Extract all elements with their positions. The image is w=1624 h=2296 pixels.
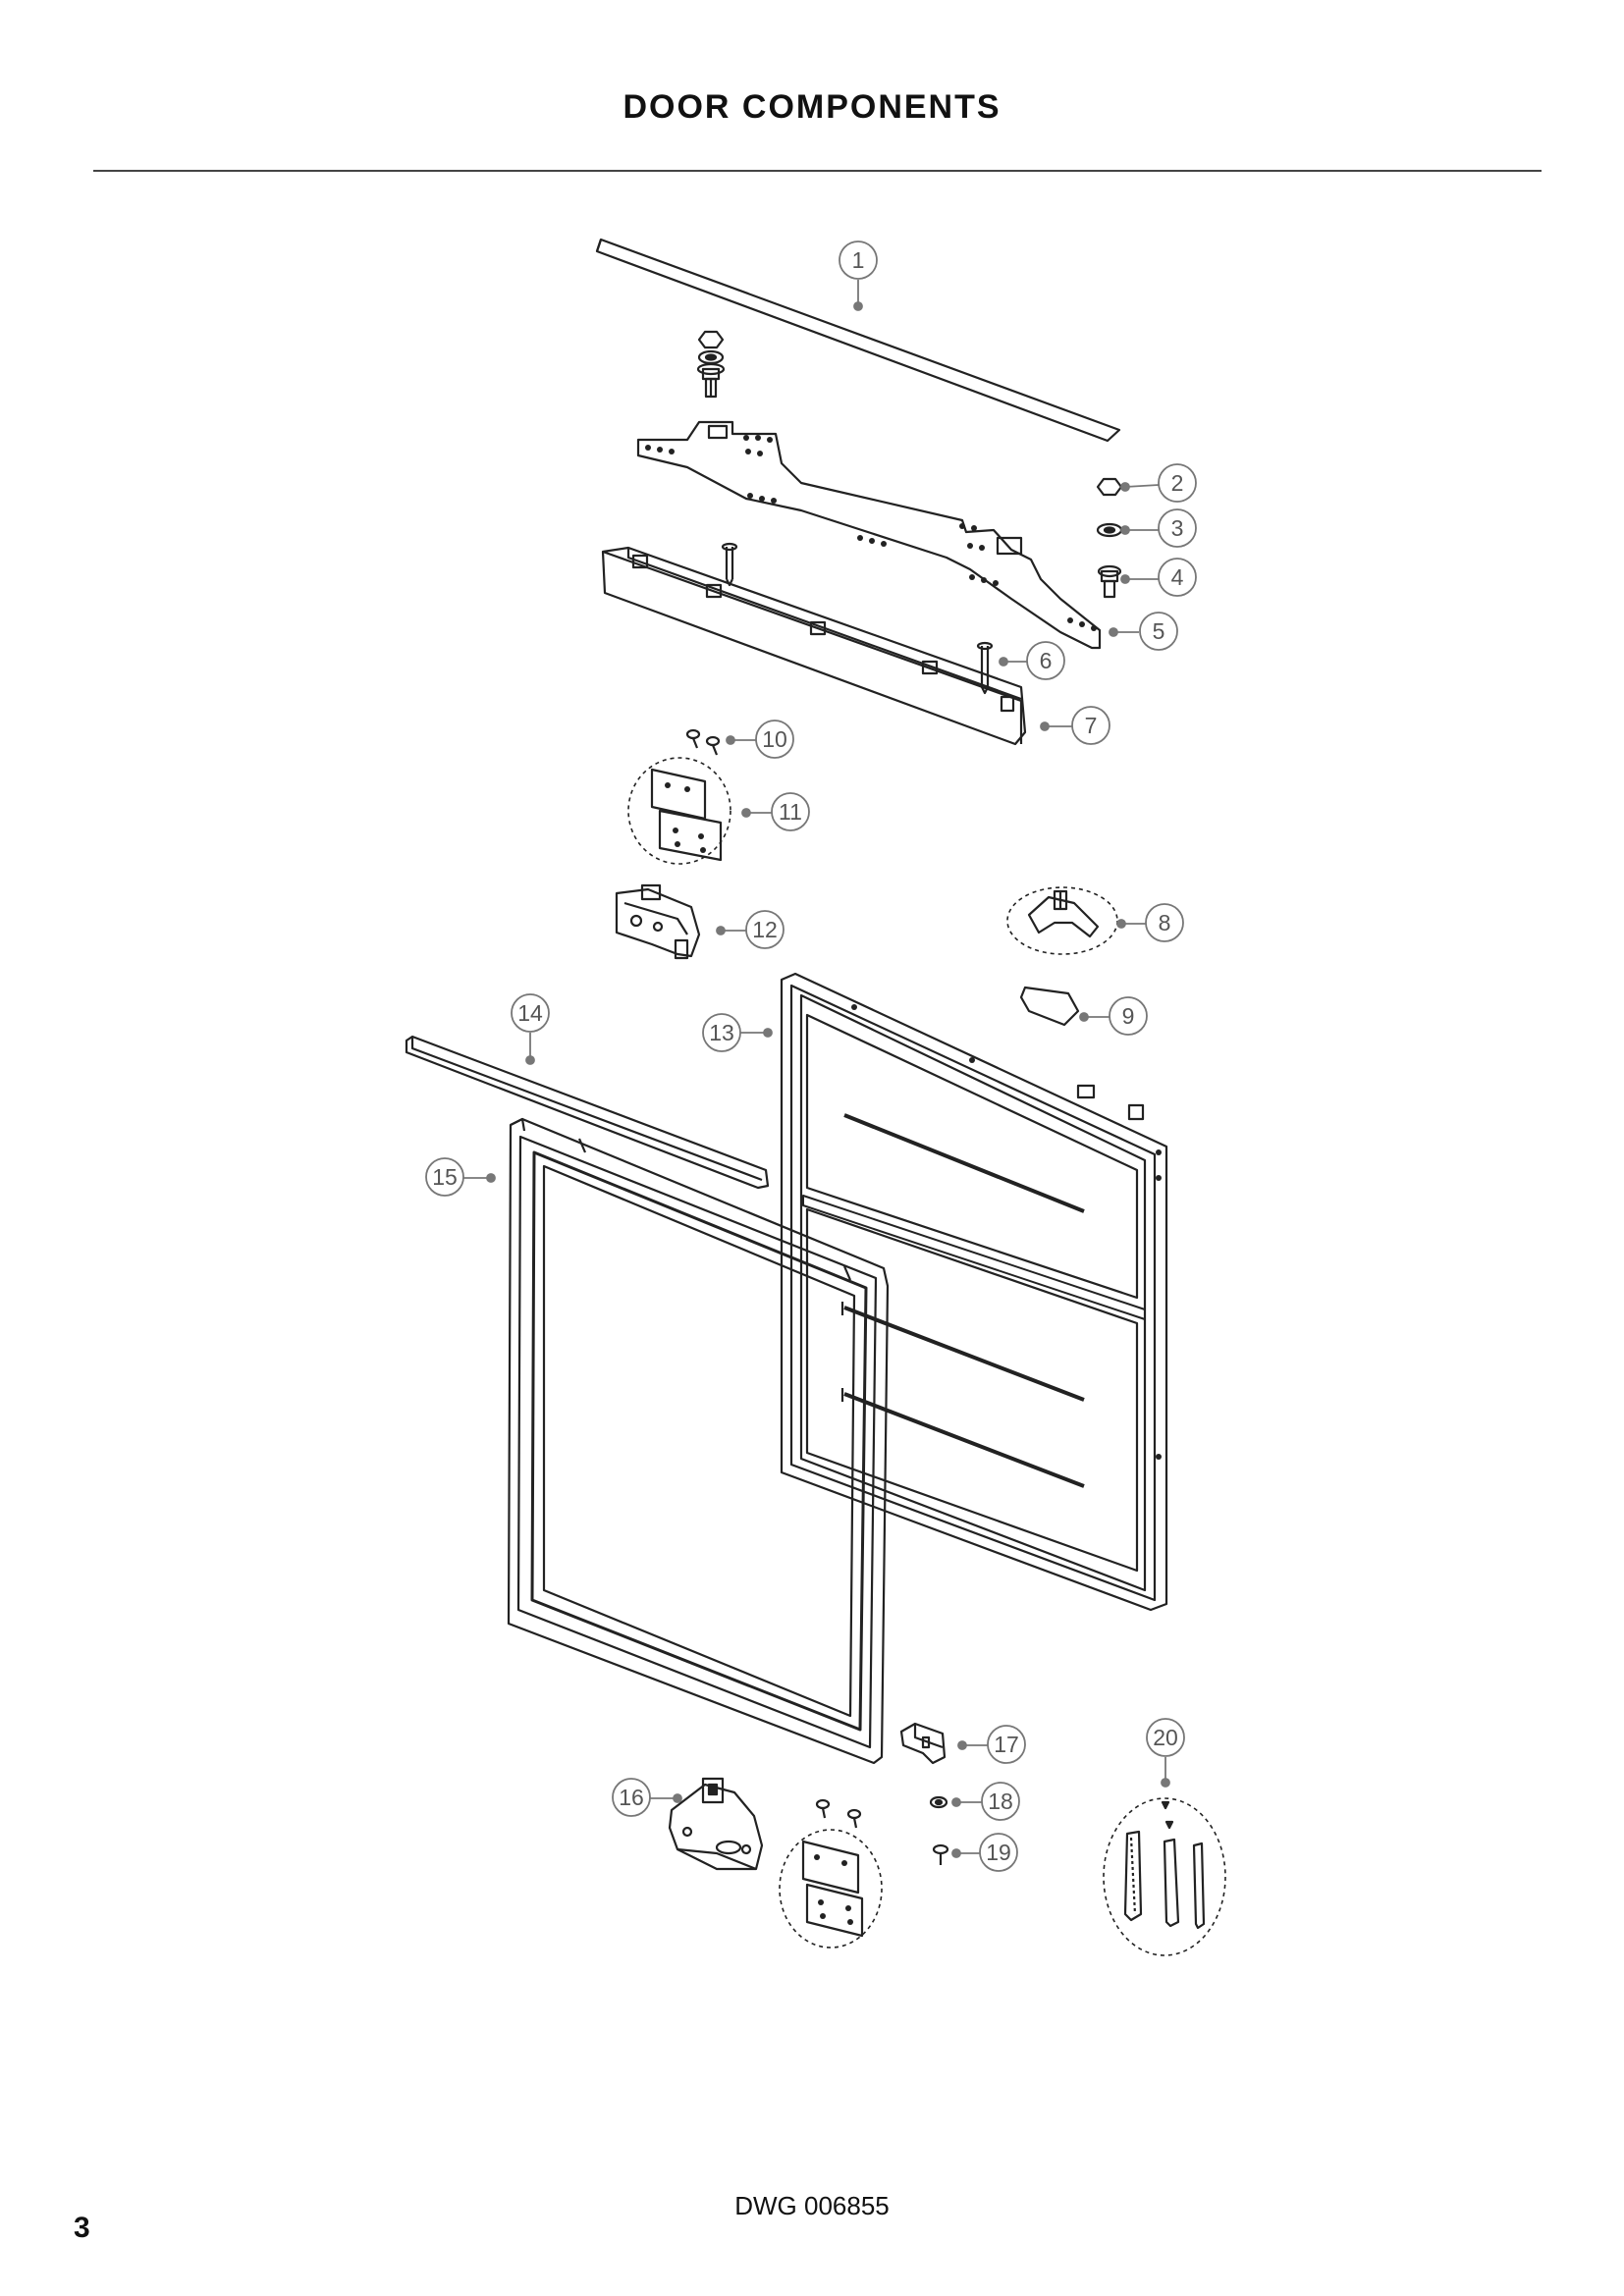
part-19-screw <box>932 1843 949 1865</box>
part-1-top-trim <box>595 238 1121 443</box>
callout-16: 16 <box>612 1778 682 1817</box>
parts-2-3-4-hardware <box>1096 477 1123 599</box>
callout-8-label: 8 <box>1159 910 1171 935</box>
part-15-door-gasket <box>507 1117 890 1765</box>
callout-4-label: 4 <box>1171 564 1184 590</box>
callout-7-label: 7 <box>1085 713 1098 738</box>
callout-16-label: 16 <box>619 1785 644 1810</box>
callout-5: 5 <box>1109 612 1178 651</box>
callout-3: 3 <box>1120 508 1197 548</box>
part-8-door-stop <box>1006 886 1118 955</box>
page-title: DOOR COMPONENTS <box>623 88 1001 126</box>
part-9-end-cap <box>1019 986 1080 1027</box>
callout-19-label: 19 <box>986 1840 1011 1865</box>
part-13-door-liner <box>780 972 1168 1612</box>
callout-12: 12 <box>716 910 785 949</box>
callout-12-label: 12 <box>752 917 778 942</box>
callout-8: 8 <box>1116 903 1184 942</box>
part-12-upper-hinge <box>615 883 701 960</box>
part-7-top-rail <box>601 546 1027 746</box>
callout-15-label: 15 <box>432 1164 458 1190</box>
callout-13-label: 13 <box>709 1020 734 1045</box>
callout-15: 15 <box>425 1157 496 1197</box>
callout-13: 13 <box>702 1013 773 1052</box>
callout-9: 9 <box>1079 996 1148 1036</box>
callout-19: 19 <box>951 1833 1018 1872</box>
callout-1-label: 1 <box>852 247 865 273</box>
part-10-screws <box>685 728 721 756</box>
title-rule <box>93 170 1542 172</box>
callout-3-label: 3 <box>1171 515 1184 541</box>
part-16-lower-hinge <box>668 1777 764 1871</box>
callout-14-label: 14 <box>517 1000 543 1026</box>
callout-7: 7 <box>1040 706 1110 745</box>
callout-17-label: 17 <box>994 1732 1019 1757</box>
callout-18-label: 18 <box>988 1789 1013 1814</box>
part-5-bracket <box>636 420 1102 650</box>
drawing-number: DWG 006855 <box>734 2191 890 2220</box>
part-17-bracket <box>899 1722 947 1765</box>
callout-5-label: 5 <box>1153 618 1165 644</box>
callout-18: 18 <box>951 1782 1020 1821</box>
callout-14: 14 <box>511 993 550 1065</box>
callout-1: 1 <box>839 240 878 311</box>
part-18-washer <box>929 1795 948 1809</box>
part-20-trim-kit <box>1103 1797 1226 1956</box>
callout-11-label: 11 <box>779 799 802 825</box>
part-11-shim-kit <box>627 757 731 865</box>
callout-10: 10 <box>726 720 794 759</box>
callout-10-label: 10 <box>762 726 787 752</box>
callout-2-label: 2 <box>1171 470 1184 496</box>
callout-2: 2 <box>1120 463 1197 503</box>
callout-4: 4 <box>1120 558 1197 597</box>
callout-20-label: 20 <box>1153 1725 1178 1750</box>
part-14-handle-strip <box>405 1035 770 1190</box>
callout-20: 20 <box>1146 1718 1185 1788</box>
page-number: 3 <box>74 2212 90 2244</box>
hinge-pin-stack-upper <box>696 330 726 399</box>
callout-11: 11 <box>741 792 810 831</box>
lower-shim-kit <box>779 1798 883 1949</box>
callout-6-label: 6 <box>1040 648 1053 673</box>
callout-17: 17 <box>957 1725 1026 1764</box>
callout-6: 6 <box>999 641 1065 680</box>
callout-9-label: 9 <box>1122 1003 1135 1029</box>
part-6-screw <box>721 542 994 695</box>
